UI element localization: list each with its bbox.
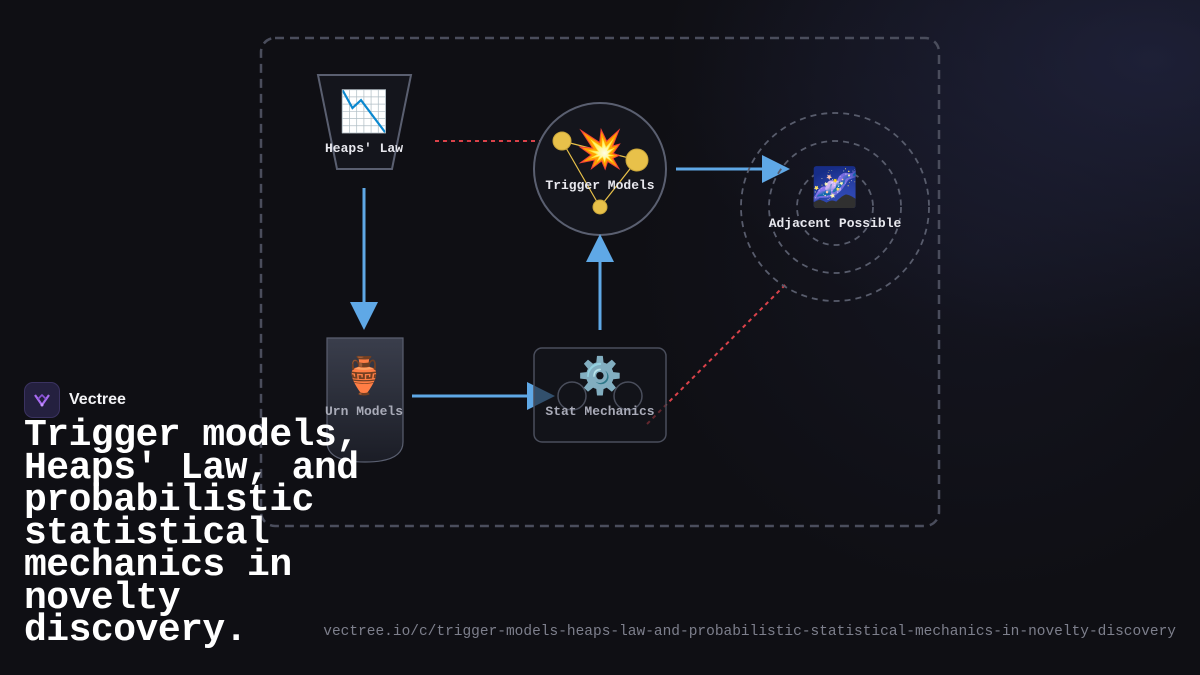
network-node xyxy=(625,148,649,172)
node-stat-mechanics-label: Stat Mechanics xyxy=(545,404,654,419)
node-urn-models-label: Urn Models xyxy=(325,404,403,419)
page-title: Trigger models, Heaps' Law, and probabil… xyxy=(24,414,359,652)
network-node xyxy=(592,199,608,215)
node-adjacent-possible-label: Adjacent Possible xyxy=(769,216,902,231)
node-stat-mechanics: ⚙️ Stat Mechanics xyxy=(533,347,667,443)
vectree-logo-icon xyxy=(24,382,60,418)
edge-stat-trigger xyxy=(586,234,614,330)
node-heaps-law: 📉 Heaps' Law xyxy=(316,74,413,170)
collision-icon: 💥 xyxy=(576,127,623,172)
brand: Vectree xyxy=(24,382,126,418)
network-node xyxy=(552,131,572,151)
edge-stat-adjacent xyxy=(646,283,787,425)
brand-name: Vectree xyxy=(69,391,126,408)
amphora-icon: 🏺 xyxy=(342,355,387,397)
node-urn-models: 🏺 Urn Models xyxy=(325,337,404,463)
node-adjacent-possible: 🌌 Adjacent Possible xyxy=(740,112,930,302)
edge-heaps-urn xyxy=(350,188,378,330)
edge-trigger-adjacent xyxy=(676,155,790,183)
node-heaps-law-label: Heaps' Law xyxy=(325,141,403,156)
chart-decreasing-icon: 📉 xyxy=(339,88,389,135)
node-trigger-models: 💥 Trigger Models xyxy=(533,102,667,236)
diagram-container xyxy=(259,36,941,528)
gear-icon: ⚙️ xyxy=(578,355,623,397)
node-trigger-models-label: Trigger Models xyxy=(545,178,654,193)
milky-way-icon: 🌌 xyxy=(811,165,858,209)
source-url[interactable]: vectree.io/c/trigger-models-heaps-law-an… xyxy=(323,624,1176,640)
